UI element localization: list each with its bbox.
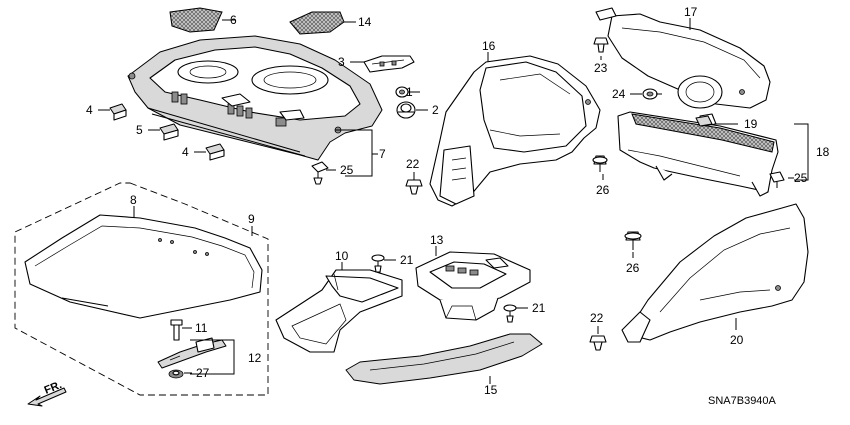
clip-26-lower: [624, 231, 642, 250]
clip-21-lower: [503, 304, 517, 323]
rear-shelf-part: [127, 35, 383, 161]
callout-12: 12: [248, 351, 262, 365]
callout-26-upper: 26: [596, 183, 610, 197]
side-trim-right-20: [621, 203, 809, 343]
callout-14: 14: [358, 15, 372, 29]
callout-24: 24: [612, 87, 626, 101]
clip-5: [159, 123, 179, 141]
strap-12: [157, 337, 227, 369]
callout-22-lower: 22: [590, 311, 604, 325]
spare-tray-13: [415, 251, 531, 321]
callout-17: 17: [684, 5, 698, 19]
trunk-group-frame: [14, 182, 269, 396]
diagram-code: SNA7B3940A: [708, 395, 777, 407]
rear-trim-18: [617, 111, 779, 197]
callout-11: 11: [195, 321, 208, 335]
leader-12-bracket: [190, 339, 235, 375]
callout-21-lower: 21: [532, 301, 546, 315]
callout-27: 27: [196, 366, 210, 380]
upper-panel-17: [595, 7, 771, 109]
clip-23: [593, 37, 609, 53]
callout-23: 23: [594, 61, 608, 75]
clip-4-upper: [109, 103, 127, 121]
callout-15: 15: [484, 383, 498, 397]
callout-19: 19: [744, 117, 758, 131]
leader-7-bracket: [335, 129, 373, 177]
callout-10: 10: [335, 249, 349, 263]
callout-18: 18: [816, 145, 830, 159]
callout-20: 20: [730, 333, 744, 347]
fastener-19: [695, 115, 713, 127]
callout-8: 8: [130, 193, 137, 207]
callout-16: 16: [482, 39, 496, 53]
clip-25-left: [311, 161, 329, 185]
washer-27: [168, 369, 184, 379]
clip-4-lower: [205, 143, 225, 161]
callout-3: 3: [338, 55, 345, 69]
callout-5: 5: [136, 123, 143, 137]
callout-6: 6: [230, 13, 237, 27]
callout-4-lower: 4: [182, 145, 189, 159]
callout-13: 13: [430, 233, 444, 247]
leader-18-bracket: [794, 123, 809, 181]
callout-9: 9: [248, 212, 255, 226]
clip-22-upper: [405, 179, 423, 195]
clip-25-right: [769, 171, 785, 188]
grommet-2: [396, 101, 416, 119]
callout-labels: 1 2 3 4 4 5 6 7 8 9 10 11 12 13 14 15 16…: [86, 5, 830, 397]
clip-24: [642, 88, 662, 100]
bolt-11: [170, 319, 183, 341]
sill-plate-15: [345, 333, 543, 385]
mesh-cover-6: [169, 7, 223, 33]
tray-10: [275, 269, 403, 353]
callout-21-upper: 21: [400, 253, 414, 267]
clip-1: [395, 86, 409, 98]
callout-25-right: 25: [794, 171, 808, 185]
callout-25-left: 25: [340, 163, 354, 177]
callout-7: 7: [379, 147, 386, 161]
callout-2: 2: [432, 103, 439, 117]
clip-22-lower: [589, 335, 607, 351]
leader-lines: [98, 18, 794, 384]
trunk-mat-8: [24, 214, 263, 319]
callout-1: 1: [406, 85, 413, 99]
mesh-cover-14: [289, 11, 345, 35]
side-trim-left-16: [429, 55, 601, 207]
clip-21-upper: [371, 254, 385, 273]
bracket-3: [363, 55, 415, 73]
callout-4-upper: 4: [86, 103, 93, 117]
callout-26-lower: 26: [626, 261, 640, 275]
clip-26-upper: [592, 155, 608, 172]
callout-22-upper: 22: [406, 157, 420, 171]
front-direction-arrow: [27, 387, 67, 407]
